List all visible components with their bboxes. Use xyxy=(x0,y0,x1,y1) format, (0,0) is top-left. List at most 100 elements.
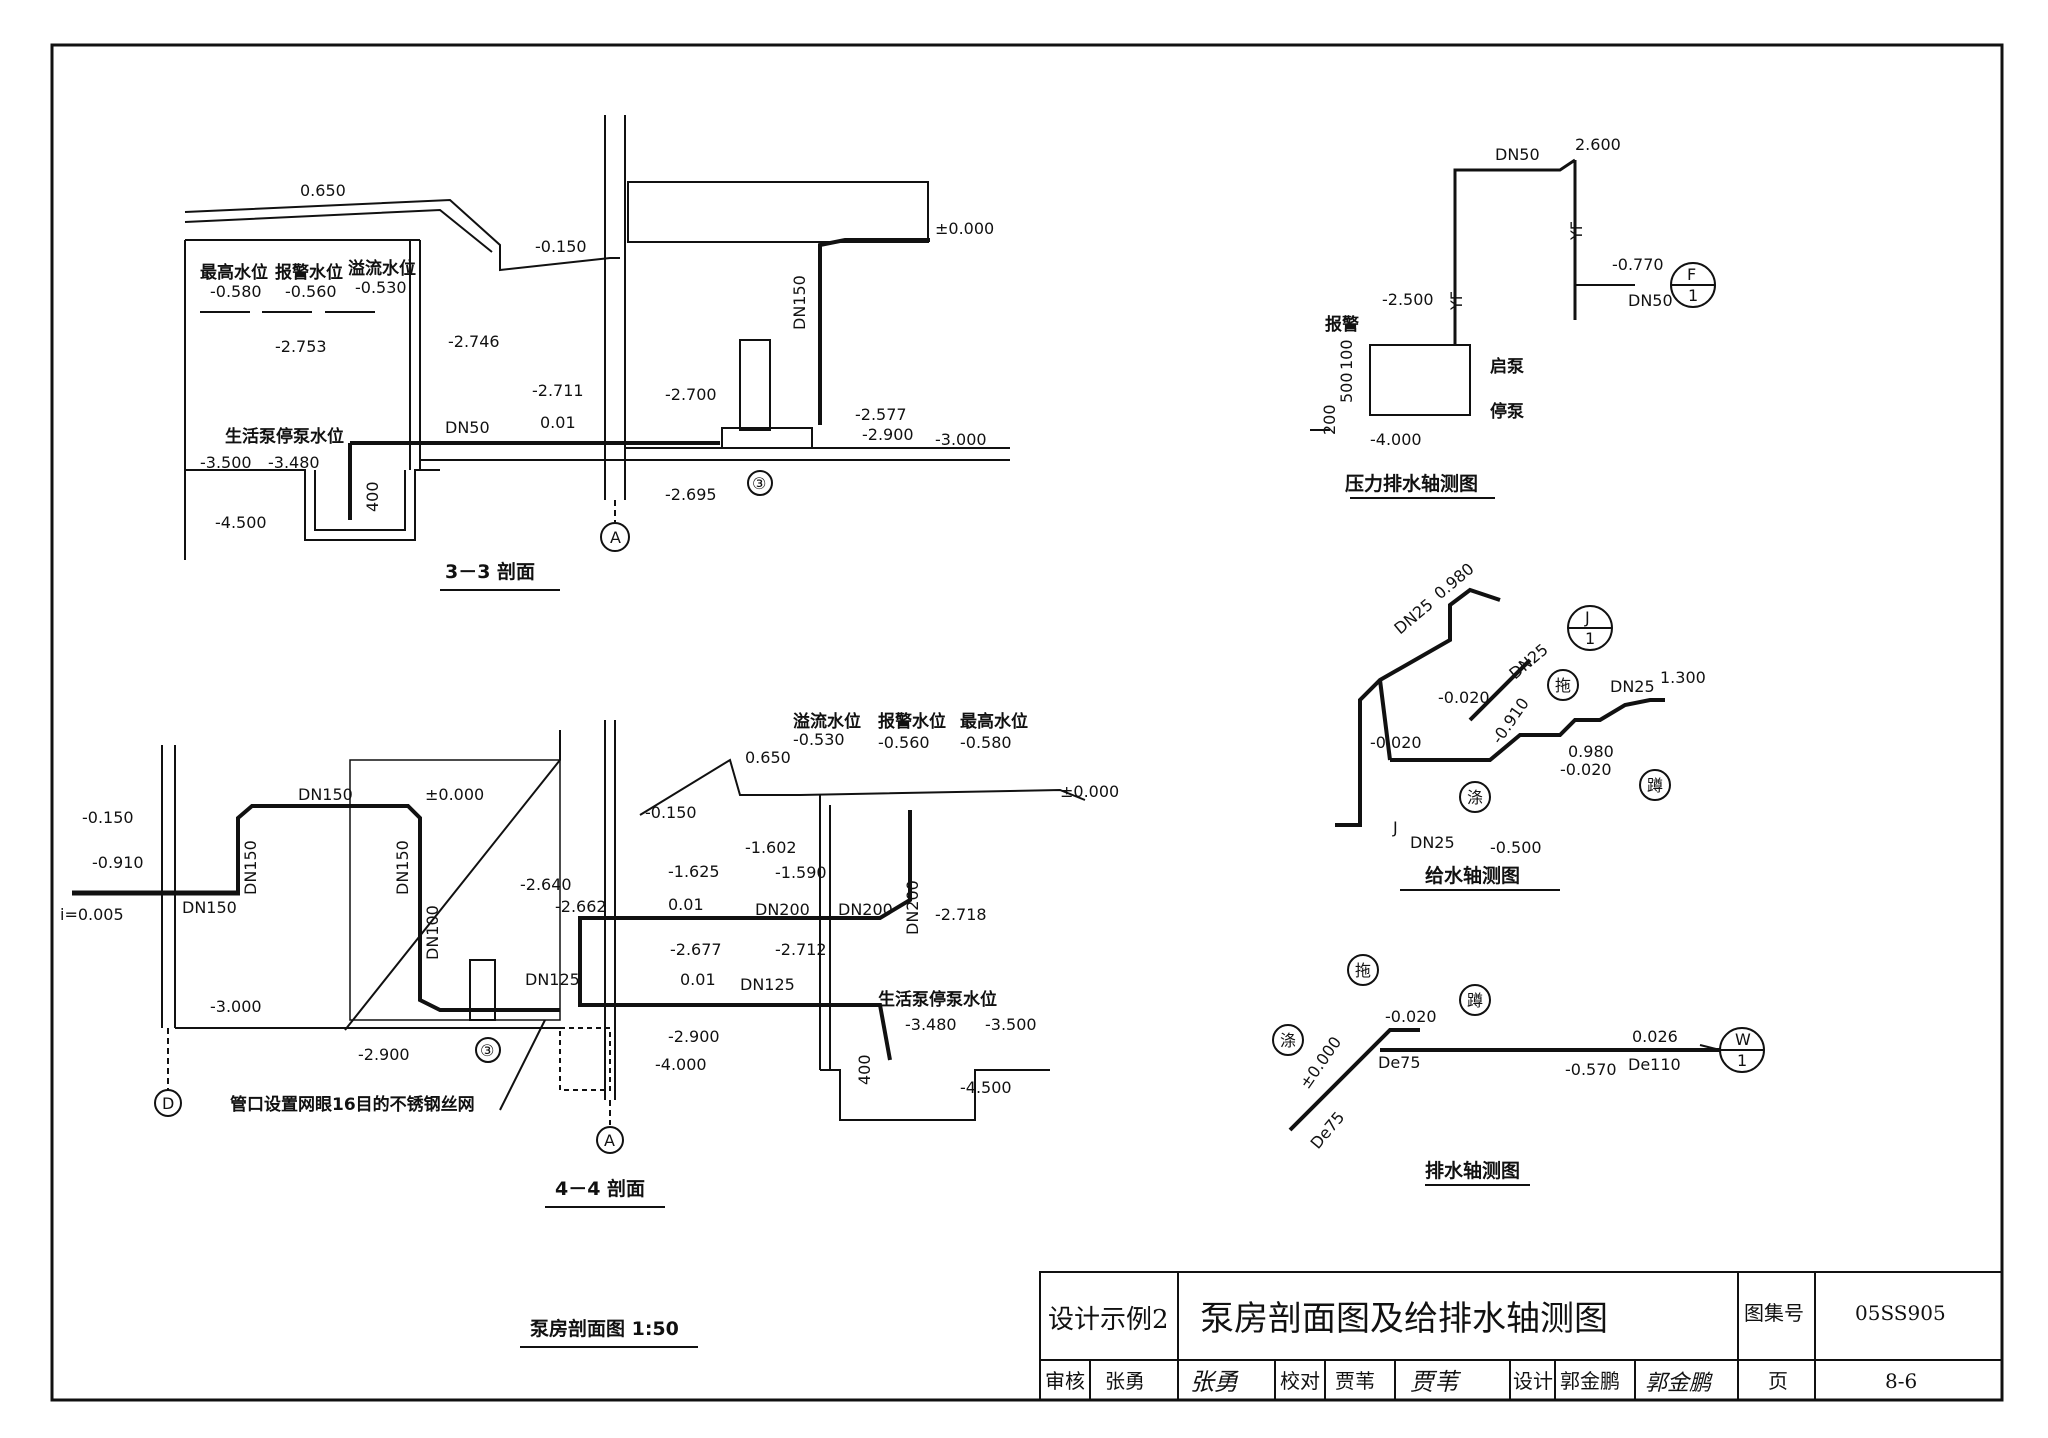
tb-design-name: 郭金鹏 xyxy=(1560,1369,1620,1393)
dim-500: 500 xyxy=(1337,372,1356,403)
title-block-text: 设计示例2 泵房剖面图及给排水轴测图 图集号 05SS905 审核 张勇 张勇 … xyxy=(1045,1299,1946,1396)
tb-check-signature: 贾苇 xyxy=(1410,1368,1462,1396)
water-value-max: -0.580 xyxy=(210,282,262,301)
section-3-3-text: 0.650 -0.150 ±0.000 最高水位 报警水位 溢流水位 -0.58… xyxy=(200,181,994,583)
label-0980-top: 0.980 xyxy=(1430,559,1477,603)
label-dn50-top: DN50 xyxy=(1495,145,1540,164)
water-supply-title: 给水轴测图 xyxy=(1425,864,1520,887)
level-pm0000: ±0.000 xyxy=(935,219,994,238)
circle-f-bottom: 1 xyxy=(1688,286,1698,305)
label-dn25-d: DN25 xyxy=(1410,833,1455,852)
label-de75-bottom: De75 xyxy=(1307,1108,1349,1153)
label-0026: 0.026 xyxy=(1632,1027,1678,1046)
label-neg0570: -0.570 xyxy=(1565,1060,1617,1079)
pressure-drain-title: 压力排水轴测图 xyxy=(1345,472,1478,495)
water-label-overflow: 溢流水位 xyxy=(793,711,861,732)
level-neg2640: -2.640 xyxy=(520,875,572,894)
level-neg3000: -3.000 xyxy=(935,430,987,449)
label-0980-mid: 0.980 xyxy=(1568,742,1614,761)
level-neg1590: -1.590 xyxy=(775,863,827,882)
label-neg0020-a: -0.020 xyxy=(1438,688,1490,707)
level-neg0150-mid: -0.150 xyxy=(645,803,697,822)
water-label-max: 最高水位 xyxy=(200,262,268,283)
pipe-dn200-left: DN200 xyxy=(755,900,810,919)
label-2600: 2.600 xyxy=(1575,135,1621,154)
tb-review-signature: 张勇 xyxy=(1190,1368,1239,1396)
water-label-alarm: 报警水位 xyxy=(275,262,343,283)
pipe-dn150-label: DN150 xyxy=(790,275,809,330)
level-neg2677: -2.677 xyxy=(670,940,722,959)
label-de110: De110 xyxy=(1628,1055,1681,1074)
label-de75-top: De75 xyxy=(1378,1053,1421,1072)
section-4-4-title: 4－4 剖面 xyxy=(555,1177,645,1200)
water-label-max: 最高水位 xyxy=(960,711,1028,732)
axis-a-label: A xyxy=(604,1131,615,1150)
level-pm0000-right: ±0.000 xyxy=(1060,782,1119,801)
label-pump-stop: 停泵 xyxy=(1490,401,1524,422)
circle-w-top: W xyxy=(1735,1030,1751,1049)
label-yf-left: YF xyxy=(1447,291,1466,311)
tb-atlas-label: 图集号 xyxy=(1744,1301,1804,1325)
level-neg2662: -2.662 xyxy=(555,897,607,916)
water-label-overflow: 溢流水位 xyxy=(348,258,416,279)
pipe-dn200-right: DN200 xyxy=(838,900,893,919)
label-neg2500: -2.500 xyxy=(1382,290,1434,309)
fixture-mop: 拖 xyxy=(1555,676,1571,695)
pipe-dn150-left: DN150 xyxy=(182,898,237,917)
label-neg4000: -4.000 xyxy=(1370,430,1422,449)
circle-j-bottom: 1 xyxy=(1585,629,1595,648)
water-supply-text: DN25 0.980 DN25 -0.020 -0.910 -0.020 DN2… xyxy=(1370,559,1706,887)
pipe-dn150-vert: DN150 xyxy=(241,840,260,895)
water-value-max: -0.580 xyxy=(960,733,1012,752)
label-pump-start: 启泵 xyxy=(1490,356,1524,377)
dim-200: 200 xyxy=(1320,404,1339,435)
level-neg2712: -2.712 xyxy=(775,940,827,959)
level-neg2753: -2.753 xyxy=(275,337,327,356)
level-neg3500: -3.500 xyxy=(985,1015,1037,1034)
tb-review-name: 张勇 xyxy=(1105,1369,1145,1393)
slope-001-bottom: 0.01 xyxy=(680,970,716,989)
pipe-dn125-left: DN125 xyxy=(525,970,580,989)
drainage-isometric xyxy=(1272,954,1765,1186)
item-3-label: ③ xyxy=(752,474,766,493)
section-4-4-text: -0.150 -0.910 i=0.005 ±0.000 -0.150 0.65… xyxy=(60,711,1119,1340)
level-neg1625: -1.625 xyxy=(668,862,720,881)
level-neg2695: -2.695 xyxy=(665,485,717,504)
level-neg3500: -3.500 xyxy=(200,453,252,472)
circle-j-top: J xyxy=(1584,608,1590,627)
label-dn25-c: DN25 xyxy=(1610,677,1655,696)
tb-atlas-value: 05SS905 xyxy=(1855,1301,1946,1325)
fixture-squat: 蹲 xyxy=(1647,776,1663,795)
water-value-overflow: -0.530 xyxy=(355,278,407,297)
dim-100: 100 xyxy=(1337,339,1356,370)
label-dn50-right: DN50 xyxy=(1628,291,1673,310)
overall-section-title: 泵房剖面图 1:50 xyxy=(530,1317,679,1340)
level-neg0150: -0.150 xyxy=(535,237,587,256)
level-neg2900: -2.900 xyxy=(862,425,914,444)
slope-label: 0.01 xyxy=(540,413,576,432)
level-neg4500: -4.500 xyxy=(960,1078,1012,1097)
tb-drawing-title: 泵房剖面图及给排水轴测图 xyxy=(1200,1299,1608,1339)
pipe-dn150-top: DN150 xyxy=(298,785,353,804)
level-neg2900-left: -2.900 xyxy=(358,1045,410,1064)
level-neg2746: -2.746 xyxy=(448,332,500,351)
level-neg2900-right: -2.900 xyxy=(668,1027,720,1046)
dim-400: 400 xyxy=(855,1054,874,1085)
mesh-note: 管口设置网眼16目的不锈钢丝网 xyxy=(230,1094,475,1115)
level-neg4000: -4.000 xyxy=(655,1055,707,1074)
slope-i0005: i=0.005 xyxy=(60,905,124,924)
level-neg2718: -2.718 xyxy=(935,905,987,924)
level-neg3480: -3.480 xyxy=(905,1015,957,1034)
pressure-drain-isometric xyxy=(1310,158,1716,499)
level-0650: 0.650 xyxy=(300,181,346,200)
tb-check-label: 校对 xyxy=(1280,1369,1320,1393)
slope-001-top: 0.01 xyxy=(668,895,704,914)
level-neg0910: -0.910 xyxy=(92,853,144,872)
pump-stop-level-label: 生活泵停泵水位 xyxy=(878,989,997,1010)
pipe-dn50-label: DN50 xyxy=(445,418,490,437)
pipe-dn150-right: DN150 xyxy=(393,840,412,895)
label-neg0910: -0.910 xyxy=(1488,694,1533,747)
drainage-title: 排水轴测图 xyxy=(1425,1159,1520,1182)
label-yf-right: YF xyxy=(1567,221,1586,241)
